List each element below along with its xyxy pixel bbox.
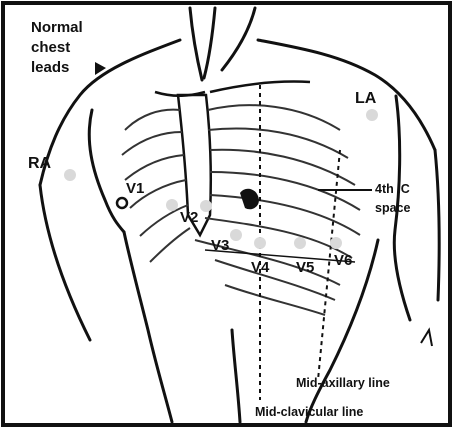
label-v5: V5 xyxy=(296,259,314,276)
electrode-v3 xyxy=(230,229,242,241)
electrode-v6 xyxy=(330,237,342,249)
label-v2: V2 xyxy=(180,209,198,226)
electrode-v1 xyxy=(166,199,178,211)
electrode-ra xyxy=(64,169,76,181)
label-chest: chest xyxy=(31,39,70,56)
label-mid-axillary: Mid-axillary line xyxy=(296,376,390,390)
right-shoulder-marker xyxy=(117,198,127,208)
electrode-v4 xyxy=(254,237,266,249)
label-mid-clavicular: Mid-clavicular line xyxy=(255,405,363,419)
label-ra: RA xyxy=(28,155,52,172)
label-v4: V4 xyxy=(251,259,270,276)
label-v3: V3 xyxy=(211,237,229,254)
electrodes xyxy=(64,109,378,249)
heart-shadow xyxy=(240,189,259,210)
rib-cage xyxy=(122,105,360,315)
label-normal: Normal xyxy=(31,19,83,36)
label-la: LA xyxy=(355,90,377,107)
label-leads: leads xyxy=(31,59,69,76)
electrode-v2 xyxy=(200,200,212,212)
label-ic-line2: space xyxy=(375,201,410,215)
electrode-v5 xyxy=(294,237,306,249)
label-v6: V6 xyxy=(334,252,352,269)
axillary-arrow-icon xyxy=(421,330,432,346)
label-v1: V1 xyxy=(126,180,144,197)
label-ic-line1: 4th IC xyxy=(375,182,410,196)
electrode-la xyxy=(366,109,378,121)
